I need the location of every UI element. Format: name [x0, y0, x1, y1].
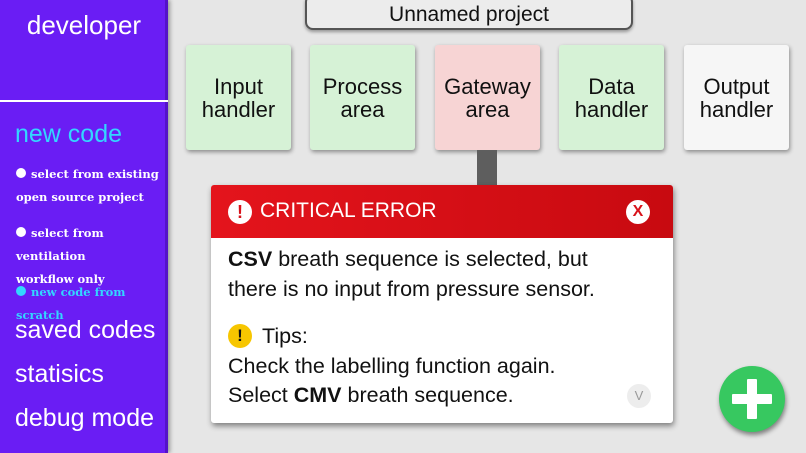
- sidebar-item-label: select from ventilation: [16, 226, 104, 263]
- tip-line2: Select CMV breath sequence.: [228, 383, 514, 408]
- sidebar-section-new-code[interactable]: new code: [15, 120, 123, 148]
- tip-text: Select: [228, 383, 294, 407]
- bullet-icon: [16, 168, 26, 178]
- close-icon[interactable]: X: [626, 200, 650, 224]
- alert-circle-icon: !: [228, 200, 252, 224]
- sidebar-item-statistics[interactable]: statisics: [15, 360, 104, 388]
- module-process-area[interactable]: Process area: [310, 45, 415, 150]
- sidebar-item-label: open source project: [16, 190, 144, 204]
- sidebar-title: developer: [26, 10, 142, 40]
- bullet-icon: [16, 227, 26, 237]
- error-dialog-title: CRITICAL ERROR: [260, 199, 437, 222]
- add-button[interactable]: [719, 366, 785, 432]
- tips-label: Tips:: [262, 324, 308, 348]
- sidebar-item-label: workflow only: [16, 272, 105, 286]
- chevron-down-icon[interactable]: V: [627, 384, 651, 408]
- bullet-icon: [16, 286, 26, 296]
- module-output-handler[interactable]: Output handler: [684, 45, 789, 150]
- sidebar: developer new code select from existing …: [0, 0, 168, 453]
- module-data-handler[interactable]: Data handler: [559, 45, 664, 150]
- error-dialog: ! CRITICAL ERROR X CSV breath sequence i…: [211, 185, 673, 423]
- module-gateway-area[interactable]: Gateway area: [435, 45, 540, 150]
- tip-line1: Check the labelling function again.: [228, 354, 556, 378]
- tip-sequence-name: CMV: [293, 383, 342, 407]
- project-title[interactable]: Unnamed project: [305, 0, 633, 30]
- error-message-text: breath sequence is selected, but: [272, 247, 588, 271]
- sidebar-item-debug-mode[interactable]: debug mode: [15, 404, 155, 432]
- warning-icon: !: [228, 324, 252, 348]
- sidebar-item-label: select from existing: [31, 167, 159, 181]
- sidebar-item-existing-project[interactable]: select from existing open source project: [16, 163, 168, 209]
- error-message-line2: there is no input from pressure sensor.: [228, 277, 595, 301]
- module-connector: [477, 150, 497, 186]
- sidebar-item-ventilation-workflow[interactable]: select from ventilation workflow only: [16, 222, 168, 291]
- sidebar-item-label: new code from scratch: [16, 285, 126, 322]
- sidebar-item-saved-codes[interactable]: saved codes: [15, 316, 156, 344]
- tip-text: breath sequence.: [341, 383, 514, 407]
- sidebar-divider: [0, 100, 168, 102]
- error-sequence-name: CSV: [228, 247, 273, 271]
- error-message-line1: CSV breath sequence is selected, but: [228, 247, 588, 272]
- plus-icon: [747, 379, 757, 419]
- module-input-handler[interactable]: Input handler: [186, 45, 291, 150]
- sidebar-item-from-scratch[interactable]: new code from scratch: [16, 281, 168, 327]
- error-dialog-header: ! CRITICAL ERROR X: [211, 185, 673, 238]
